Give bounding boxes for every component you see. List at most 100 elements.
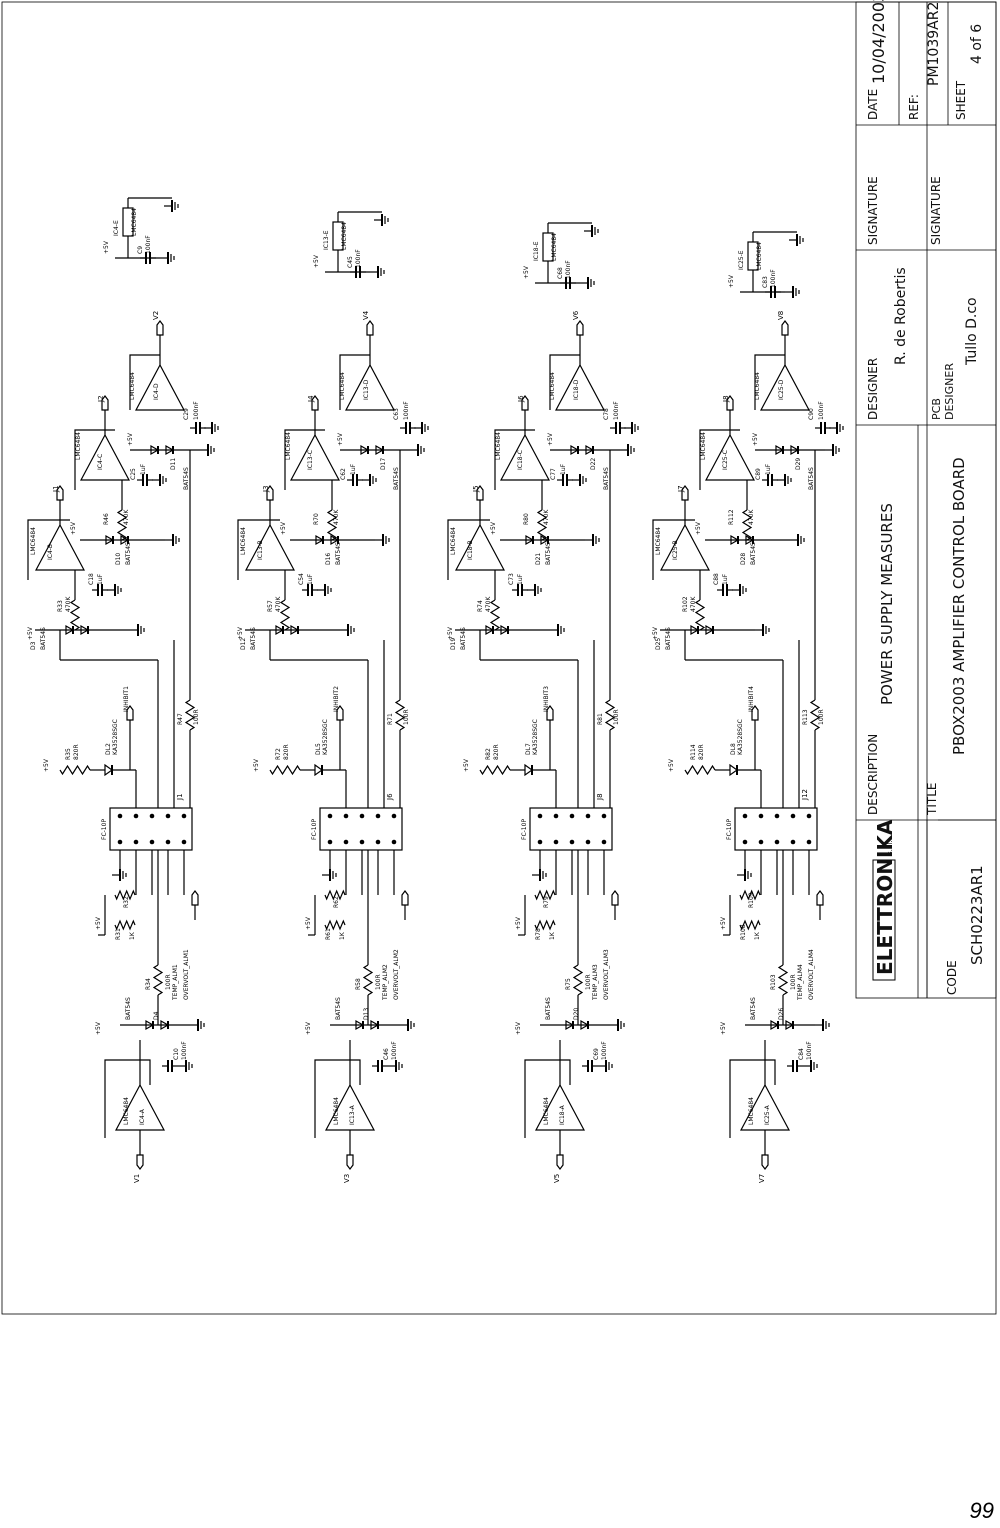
c-dec-value: 100nF — [355, 249, 362, 268]
power-label-group: +5V — [95, 916, 102, 930]
d-c-label-group: D16 — [325, 553, 332, 565]
r-pu1-label-group: R61 — [325, 928, 332, 940]
junction-dot — [790, 813, 796, 819]
c-d-value: 100nF — [193, 401, 200, 420]
d-d-label: D22 — [590, 458, 597, 470]
r-pu1-label: R31 — [115, 928, 122, 940]
conn-label: J1 — [176, 793, 184, 801]
pcb-label: PCB — [930, 398, 943, 420]
c-dec-label: C83 — [762, 276, 769, 288]
net-tag — [136, 1154, 144, 1170]
vin-b-label-group: V6 — [572, 310, 580, 320]
resistor-symbol — [809, 699, 821, 731]
ic-part: LMC6484 — [333, 1097, 340, 1125]
vin-a-label-group: V5 — [553, 1174, 561, 1183]
r-pu-value: 1K — [549, 931, 556, 940]
c-b-label-group: C88 — [713, 573, 720, 585]
ic-part-group: LMC6484 — [285, 432, 292, 460]
c-a-label: C10 — [173, 1048, 180, 1060]
r-d-value-group: 100R — [818, 709, 825, 725]
junction-dot — [133, 813, 139, 819]
r-pu2-label: R109 — [748, 892, 755, 908]
resistor-symbol — [694, 599, 706, 631]
j-b-label-group: J6 — [517, 395, 525, 403]
r-a-value-group: 100R — [375, 974, 382, 990]
opamp-symbol — [760, 363, 810, 411]
wire-path — [27, 519, 70, 580]
date-value: 10/04/2003 — [869, 0, 888, 84]
diode-part-group: BAT54S — [393, 467, 400, 490]
junction-dot — [806, 813, 812, 819]
ic-part-group: LMC6484 — [549, 372, 556, 400]
diode-part: BAT54S — [545, 997, 552, 1020]
resistor-symbol — [269, 764, 301, 776]
r-d-value-group: 100R — [193, 709, 200, 725]
led-label: DL7 — [525, 743, 532, 755]
overvolt-label-group: OVERVOLT_ALM3 — [603, 949, 610, 1000]
d-c-label-group: D21 — [535, 553, 542, 565]
c-dec-label-group: C45 — [347, 256, 354, 268]
ic-a-label-group: IC25-A — [764, 1104, 771, 1125]
r-c-label: R80 — [523, 513, 530, 525]
junction-dot — [133, 839, 139, 845]
led-part-group: KA3528SGC — [532, 719, 539, 755]
ic-e-label: IC25-E — [738, 250, 745, 270]
c-d-label: C78 — [603, 408, 610, 420]
d-c-label: D21 — [535, 553, 542, 565]
net-tag — [576, 320, 584, 336]
opamp-symbol — [705, 433, 755, 481]
ic-part: LMC6484 — [450, 527, 457, 555]
ic-part: LMC6484 — [285, 432, 292, 460]
r-led-value: 820R — [283, 744, 290, 760]
inhibit-label: INHIBIT2 — [333, 686, 340, 712]
inhibit-label-group: INHIBIT3 — [543, 686, 550, 712]
ic-part: LMC6484 — [339, 372, 346, 400]
power-label-group: +5V — [237, 626, 244, 640]
led-label-group: DL5 — [315, 743, 322, 755]
r-c-value-group: 470K — [333, 509, 340, 525]
power-label-group: +5V — [652, 626, 659, 640]
ic-part-group: LMC6484 — [756, 242, 763, 270]
r-c-value: 470K — [748, 509, 755, 525]
r-b-label-group: R33 — [57, 600, 64, 612]
r-b-label-group: R102 — [682, 596, 689, 612]
r-d-label-group: R71 — [387, 713, 394, 725]
power-label: +5V — [305, 1021, 312, 1035]
r-led-label-group: R82 — [485, 748, 492, 760]
r-pu1-label: R61 — [325, 928, 332, 940]
diode-part: BAT54S — [603, 467, 610, 490]
description-value: POWER SUPPLY MEASURES — [878, 503, 896, 705]
junction-dot — [569, 813, 575, 819]
vin-a-label: V5 — [553, 1174, 561, 1183]
r-pu1-label-group: R108 — [740, 924, 747, 940]
ic-part-group: LMC6484 — [543, 1097, 550, 1125]
ic-a-label: IC25-A — [764, 1104, 771, 1125]
ic-a-label: IC4-A — [139, 1108, 146, 1125]
diode-part: BAT54S — [183, 467, 190, 490]
ic-d-label-group: IC4-D — [153, 383, 160, 400]
opamp-symbol — [135, 363, 185, 411]
resistor-symbol — [184, 699, 196, 731]
d-b-label-group: D12 — [240, 638, 247, 650]
led-label-group: DL2 — [105, 743, 112, 755]
j-a-label: J3 — [262, 485, 270, 493]
c-dec-label: C9 — [137, 246, 144, 254]
power-label: +5V — [95, 916, 102, 930]
temp-label: TEMP_ALM4 — [797, 964, 804, 1001]
r-pu2-label: R62 — [333, 896, 340, 908]
c-d-value-group: 100nF — [818, 401, 825, 420]
ic-c-label-group: IC25-C — [722, 450, 729, 470]
vin-b-label: V8 — [777, 311, 785, 320]
power-label-group: +5V — [695, 521, 702, 535]
c-a-label-group: C46 — [383, 1048, 390, 1060]
wire-path — [494, 429, 535, 490]
r-b-value-group: 470K — [65, 596, 72, 612]
diode-part-group: BAT54S — [125, 542, 132, 565]
c-a-value-group: 100nF — [181, 1041, 188, 1060]
ref-label: REF: — [907, 94, 921, 120]
r-pu-value-group: 1K — [339, 931, 346, 940]
junction-dot — [359, 813, 365, 819]
